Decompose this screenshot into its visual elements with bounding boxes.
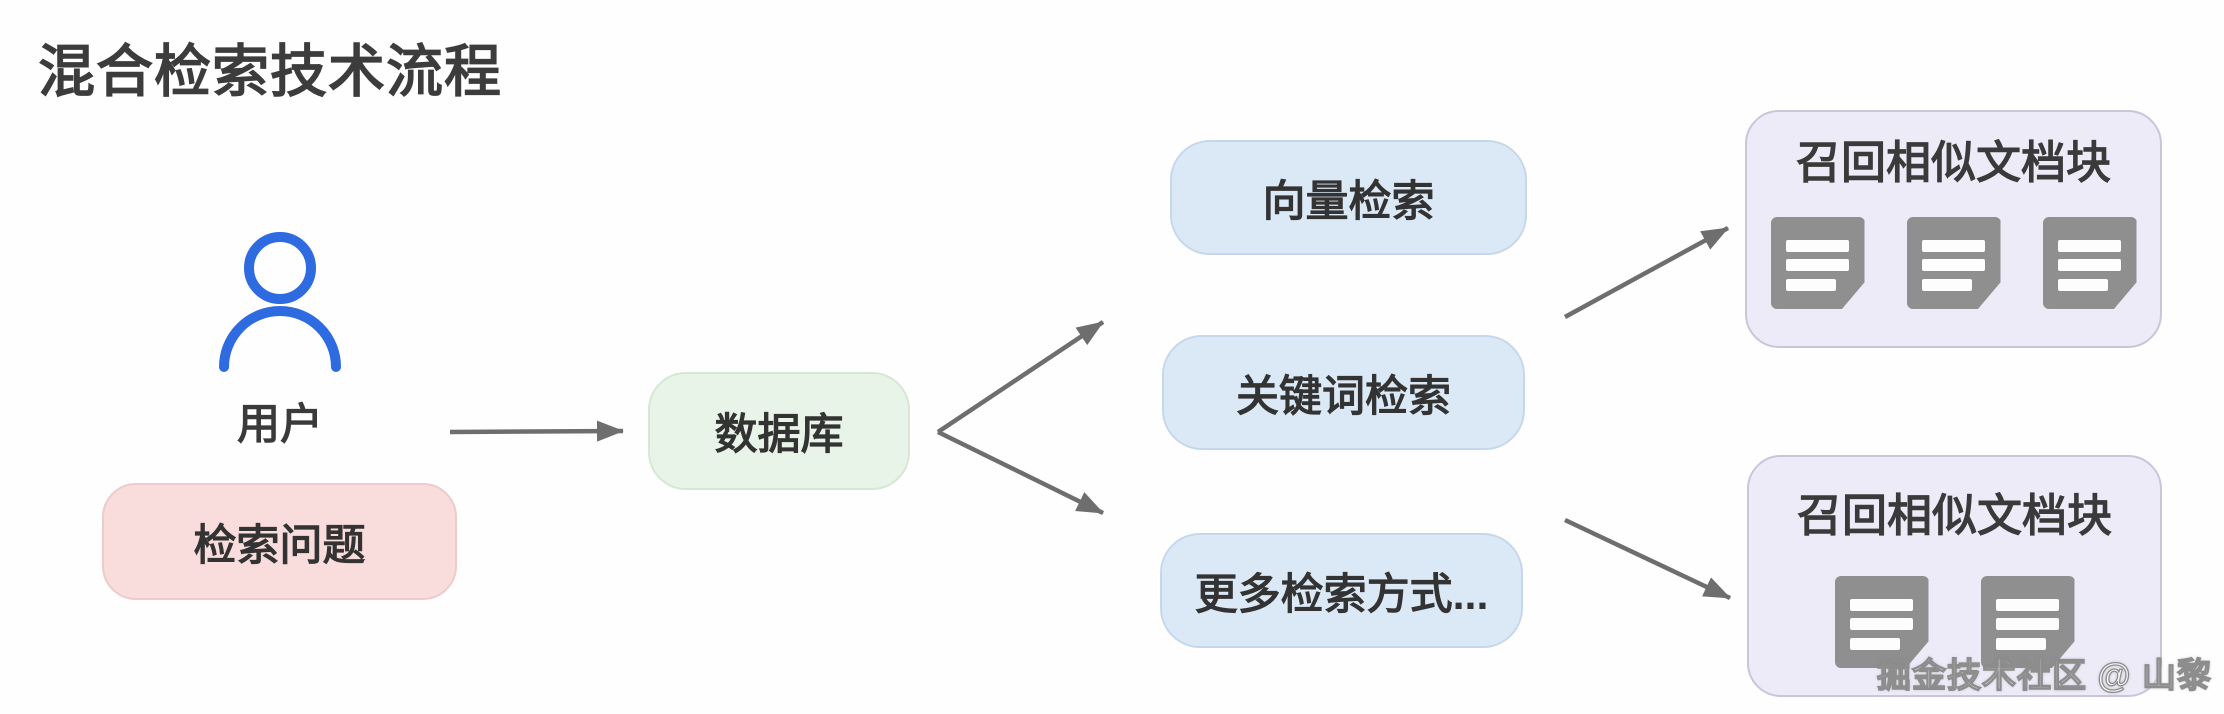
watermark: 掘金技术社区 @ 山黎 [1876, 656, 2212, 695]
arrow-searches-to-recall-top [1563, 226, 1730, 319]
document-icon [1834, 576, 1929, 668]
arrow-more-to-recall-bottom [1564, 517, 1731, 601]
user-label: 用户 [237, 401, 323, 449]
node-recall-bottom-label: 召回相似文档块 [1796, 490, 2112, 541]
node-recall-top: 召回相似文档块 [1745, 110, 2162, 348]
node-recall-top-label: 召回相似文档块 [1795, 137, 2111, 188]
document-icon [1906, 217, 2001, 309]
node-query-label: 检索问题 [193, 521, 366, 570]
node-keyword-search-label: 关键词检索 [1236, 372, 1451, 421]
arrow-database-to-upper-searches [936, 320, 1105, 434]
document-icon [1770, 217, 1865, 309]
node-user: 用户 [218, 222, 342, 452]
document-icon [2042, 217, 2137, 309]
node-vector-search-label: 向量检索 [1262, 177, 1435, 226]
node-more-search-label: 更多检索方式... [1194, 570, 1489, 619]
node-more-search: 更多检索方式... [1160, 533, 1523, 648]
document-icon-row [1834, 576, 2075, 668]
document-icon [1980, 576, 2075, 668]
user-icon [219, 232, 341, 372]
node-keyword-search: 关键词检索 [1162, 335, 1525, 450]
page-title: 混合检索技术流程 [38, 40, 502, 104]
node-database: 数据库 [648, 372, 910, 490]
node-query: 检索问题 [102, 483, 457, 600]
arrow-database-to-more-search [937, 429, 1104, 516]
node-vector-search: 向量检索 [1170, 140, 1527, 255]
node-database-label: 数据库 [714, 411, 844, 459]
node-recall-bottom: 召回相似文档块 [1747, 455, 2162, 697]
document-icon-row [1770, 217, 2137, 309]
arrow-user-to-database [449, 420, 624, 442]
